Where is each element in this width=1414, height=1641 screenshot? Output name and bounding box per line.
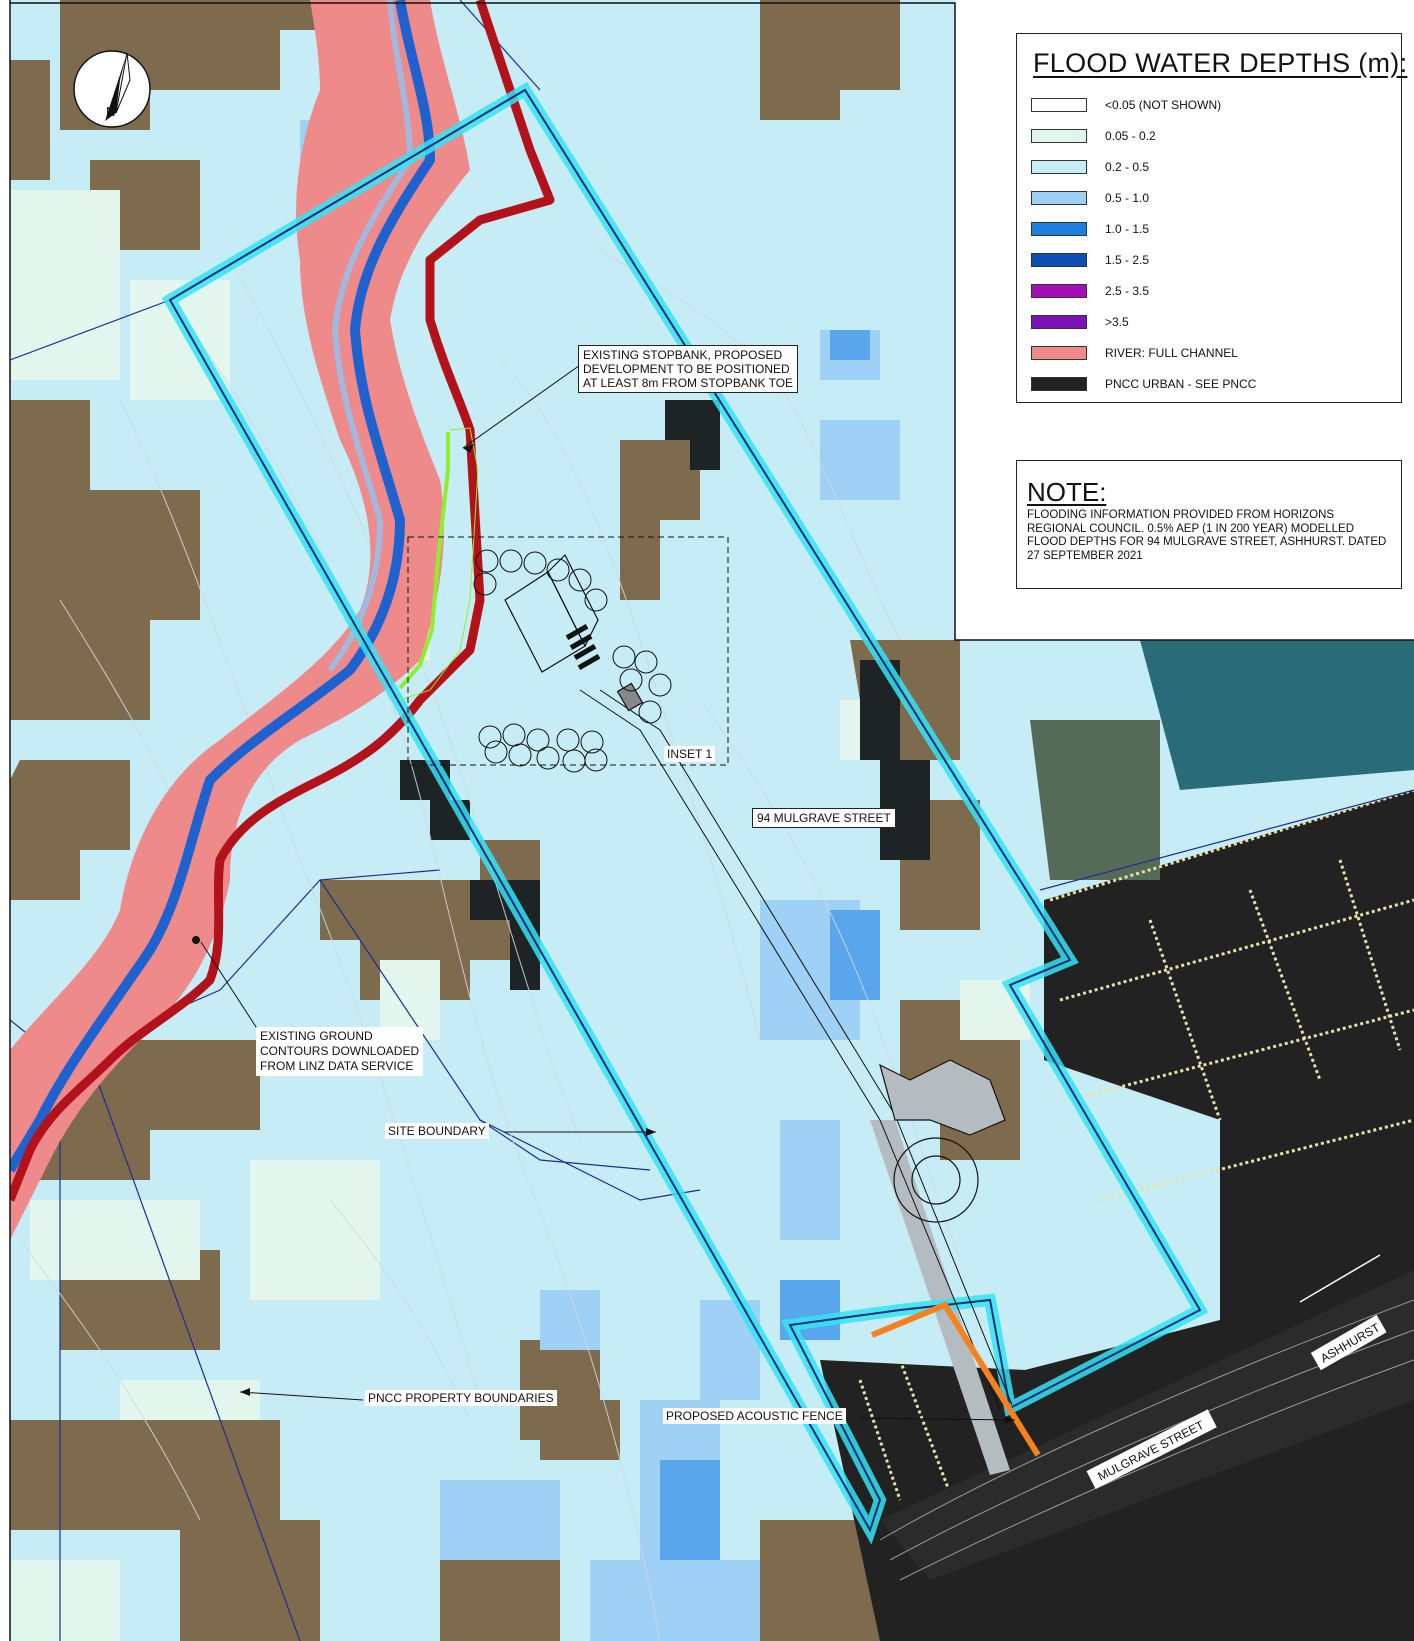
legend-label: <0.05 (NOT SHOWN) — [1105, 98, 1222, 112]
stopbank-toe-outline — [399, 427, 479, 701]
stopbank-toe-line — [398, 432, 450, 690]
legend-label: 0.5 - 1.0 — [1105, 191, 1150, 205]
legend-label: RIVER: FULL CHANNEL — [1105, 346, 1238, 360]
note-text: FLOODING INFORMATION PROVIDED FROM HORIZ… — [1027, 509, 1387, 562]
legend-swatch — [1031, 129, 1087, 143]
legend-item: 0.05 - 0.2 — [1031, 129, 1391, 145]
inset-1-label: INSET 1 — [664, 746, 716, 762]
stopbank-callout: EXISTING STOPBANK, PROPOSED DEVELOPMENT … — [578, 345, 799, 393]
legend-swatch — [1031, 346, 1087, 360]
river-deep-channel — [10, 0, 436, 1173]
turning-circle — [879, 1059, 1006, 1223]
legend-swatch — [1031, 377, 1087, 391]
site-boundary-label: SITE BOUNDARY — [385, 1123, 489, 1139]
north-label: N — [106, 104, 115, 119]
acoustic-fence-label: PROPOSED ACOUSTIC FENCE — [663, 1408, 846, 1424]
address-label: 94 MULGRAVE STREET — [752, 808, 896, 828]
tree-shadows — [400, 400, 930, 990]
legend-swatch — [1031, 222, 1087, 236]
north-arrow: N — [73, 50, 151, 128]
legend-label: 0.05 - 0.2 — [1105, 129, 1156, 143]
legend-swatch — [1031, 284, 1087, 298]
building-stairs — [565, 623, 601, 671]
legend-label: 0.2 - 0.5 — [1105, 160, 1150, 174]
contour-callout-dot — [192, 936, 200, 944]
site-boundary — [161, 81, 1209, 1545]
legend-item: 1.5 - 2.5 — [1031, 253, 1391, 269]
ashhurst-arrow — [1299, 1254, 1381, 1303]
proposed-trees — [473, 549, 672, 773]
leader-lines — [200, 357, 1016, 1421]
legend-swatch — [1031, 253, 1087, 267]
legend-item: 2.5 - 3.5 — [1031, 284, 1391, 300]
acoustic-fence — [870, 1301, 1041, 1457]
deep-flood-patches — [660, 330, 880, 1560]
legend-label: 1.0 - 1.5 — [1105, 222, 1150, 236]
legend-label: 1.5 - 2.5 — [1105, 253, 1150, 267]
legend-label: 2.5 - 3.5 — [1105, 284, 1150, 298]
legend-item: 0.2 - 0.5 — [1031, 160, 1391, 176]
legend-swatch — [1031, 315, 1087, 329]
ground-contours — [19, 249, 961, 1641]
legend-swatch — [1031, 160, 1087, 174]
note-box: NOTE: FLOODING INFORMATION PROVIDED FROM… — [1016, 460, 1402, 589]
stopbank-line — [10, 0, 555, 1202]
legend-item: >3.5 — [1031, 315, 1391, 331]
legend-item: 0.5 - 1.0 — [1031, 191, 1391, 207]
map-frame-top — [10, 2, 1414, 641]
legend-item: <0.05 (NOT SHOWN) — [1031, 98, 1391, 114]
legend: FLOOD WATER DEPTHS (m): <0.05 (NOT SHOWN… — [1016, 33, 1407, 403]
note-title: NOTE: — [1027, 477, 1107, 507]
legend-item: PNCC URBAN - SEE PNCC — [1031, 377, 1391, 393]
legend-swatch — [1031, 191, 1087, 205]
leader-arrowheads — [240, 444, 1015, 1424]
contours-callout: EXISTING GROUND CONTOURS DOWNLOADED FROM… — [256, 1027, 424, 1076]
proposed-building — [504, 553, 644, 712]
property-boundaries-label: PNCC PROPERTY BOUNDARIES — [365, 1390, 557, 1406]
legend-title: FLOOD WATER DEPTHS (m): — [1033, 48, 1408, 78]
inset-1-frame — [407, 536, 729, 766]
legend-label: PNCC URBAN - SEE PNCC — [1105, 377, 1257, 391]
legend-swatch — [1031, 98, 1087, 112]
river-mid-channel — [327, 0, 414, 672]
legend-item: 1.0 - 1.5 — [1031, 222, 1391, 238]
legend-label: >3.5 — [1105, 315, 1129, 329]
legend-item: RIVER: FULL CHANNEL — [1031, 346, 1391, 362]
